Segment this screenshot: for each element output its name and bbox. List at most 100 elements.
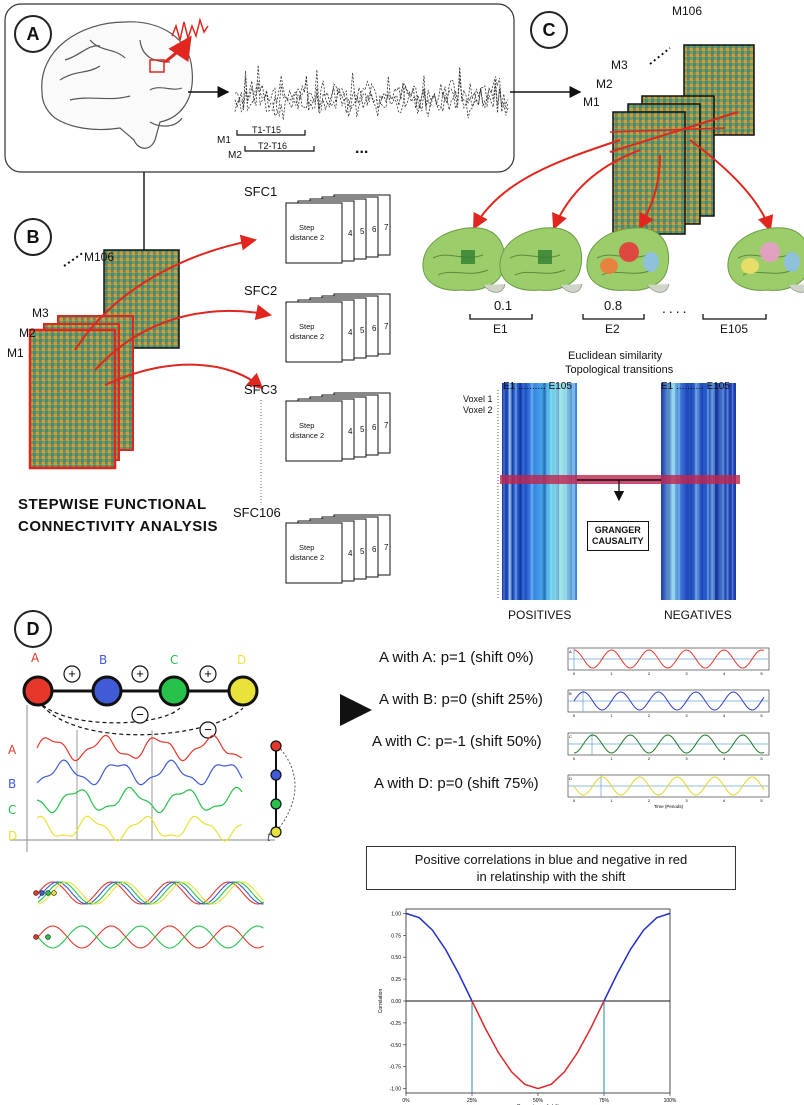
event-e2: E2 [605, 322, 620, 336]
panel-b-title-line1: STEPWISE FUNCTIONAL [18, 496, 207, 513]
mini-tick: 3 [685, 798, 688, 803]
negatives-label: NEGATIVES [664, 608, 732, 622]
sfc-step-number: 4 [348, 229, 353, 238]
mini-tick: 3 [685, 671, 688, 676]
signal-wave-b [36, 759, 243, 786]
mini-plot-letter: A [569, 649, 572, 654]
mini-tick: 1 [610, 713, 613, 718]
window-label-m2: M2 [228, 150, 242, 161]
correlation-series-1 [405, 912, 473, 1002]
time-axis-letter: t [267, 829, 271, 844]
brain-illustration [41, 21, 193, 149]
positives-label: POSITIVES [508, 608, 572, 622]
sfc-step-number: 5 [360, 547, 365, 556]
mini-tick: 5 [760, 798, 763, 803]
mini-tick: 3 [685, 713, 688, 718]
node-letter-d: D [237, 653, 247, 667]
panel-b-badge: B [14, 218, 52, 256]
sfc-step-number: 4 [348, 427, 353, 436]
mini-tick: 5 [760, 756, 763, 761]
node-letter-c: C [170, 653, 179, 667]
window-label-m1: M1 [217, 135, 231, 146]
mini-tick: 2 [648, 756, 651, 761]
c-matrix-label-m1: M1 [583, 95, 600, 109]
value-e1: 0.1 [494, 298, 513, 313]
matrix-label-m1: M1 [7, 346, 24, 360]
sfc-label-106: SFC106 [233, 505, 281, 520]
panel-b-title-line2: CONNECTIVITY ANALYSIS [18, 518, 218, 535]
y-axis-label: Correlation [378, 989, 384, 1014]
minus-sign-text: − [136, 707, 144, 722]
heading-euclidean: Euclidean similarity [568, 350, 663, 362]
granger-line1: GRANGER [594, 525, 641, 535]
mini-tick: 2 [648, 798, 651, 803]
x-tick-label: 50% [533, 1098, 544, 1104]
plus-sign-text: + [68, 666, 76, 681]
overlap-dot [39, 890, 45, 896]
network-node-c [158, 675, 190, 707]
node-letter-b: B [99, 653, 108, 667]
mini-tick: 4 [723, 713, 726, 718]
minus-sign-text: − [204, 722, 212, 737]
matrix-label-m106: M106 [84, 250, 115, 264]
overlap-wave [37, 925, 264, 949]
panel-c-matrices [609, 44, 755, 235]
panel-a-badge: A [14, 15, 52, 53]
mini-tick: 4 [723, 671, 726, 676]
sfc-step-number: 5 [360, 425, 365, 434]
sfc-label-3: SFC3 [244, 382, 278, 397]
mini-node-c [270, 798, 282, 810]
c-matrix-label-m106: M106 [672, 4, 703, 18]
y-tick-label: 0.25 [391, 977, 401, 983]
sfc-step-number: 6 [372, 324, 377, 333]
sfc-step-number: 6 [372, 423, 377, 432]
sfc-step-number: 7 [384, 322, 389, 331]
sfc-sheet [285, 202, 343, 264]
plus-sign [131, 665, 149, 683]
y-tick-label: -0.25 [390, 1021, 402, 1027]
mini-plot-letter: D [569, 776, 572, 781]
sfc-step-number: 6 [372, 545, 377, 554]
brain-state-2 [499, 227, 583, 293]
mini-node-d [270, 826, 282, 838]
window-label-t2: T2-T16 [258, 141, 288, 151]
mini-plot-letter: B [569, 691, 572, 696]
mini-tick: 5 [760, 713, 763, 718]
network-node-a [22, 675, 54, 707]
plus-sign-text: + [136, 666, 144, 681]
sfc-sheet [285, 301, 343, 363]
overlap-dot [45, 890, 51, 896]
c-matrix-label-m3: M3 [611, 58, 628, 72]
mini-tick: 4 [723, 756, 726, 761]
mini-tick: 0 [573, 713, 576, 718]
mini-node-b [270, 769, 282, 781]
correlation-chart-title-line1: Positive correlations in blue and negati… [414, 852, 688, 867]
plus-sign-text: + [204, 666, 212, 681]
plus-sign [199, 665, 217, 683]
overlap-dot [33, 934, 39, 940]
signal-wave-c [36, 786, 243, 814]
c-matrix-label-m2: M2 [596, 77, 613, 91]
sfc-step-label: Step [299, 543, 314, 552]
heading-topological: Topological transitions [565, 364, 674, 376]
event-e105: E105 [720, 322, 749, 336]
x-tick-label: 75% [599, 1098, 610, 1104]
mini-tick: 0 [573, 798, 576, 803]
brain-state-4 [727, 227, 804, 293]
overlap-wave [37, 881, 264, 905]
value-e2: 0.8 [604, 298, 623, 313]
sfc-step-number: 6 [372, 225, 377, 234]
sfc-step-number: 5 [360, 326, 365, 335]
negatives-heatmap [661, 383, 736, 600]
matrix-label-m3: M3 [32, 306, 49, 320]
correlation-chart-title: Positive correlations in blue and negati… [366, 846, 736, 890]
node-letter-d: D [8, 829, 18, 843]
x-tick-label: 0% [402, 1098, 410, 1104]
